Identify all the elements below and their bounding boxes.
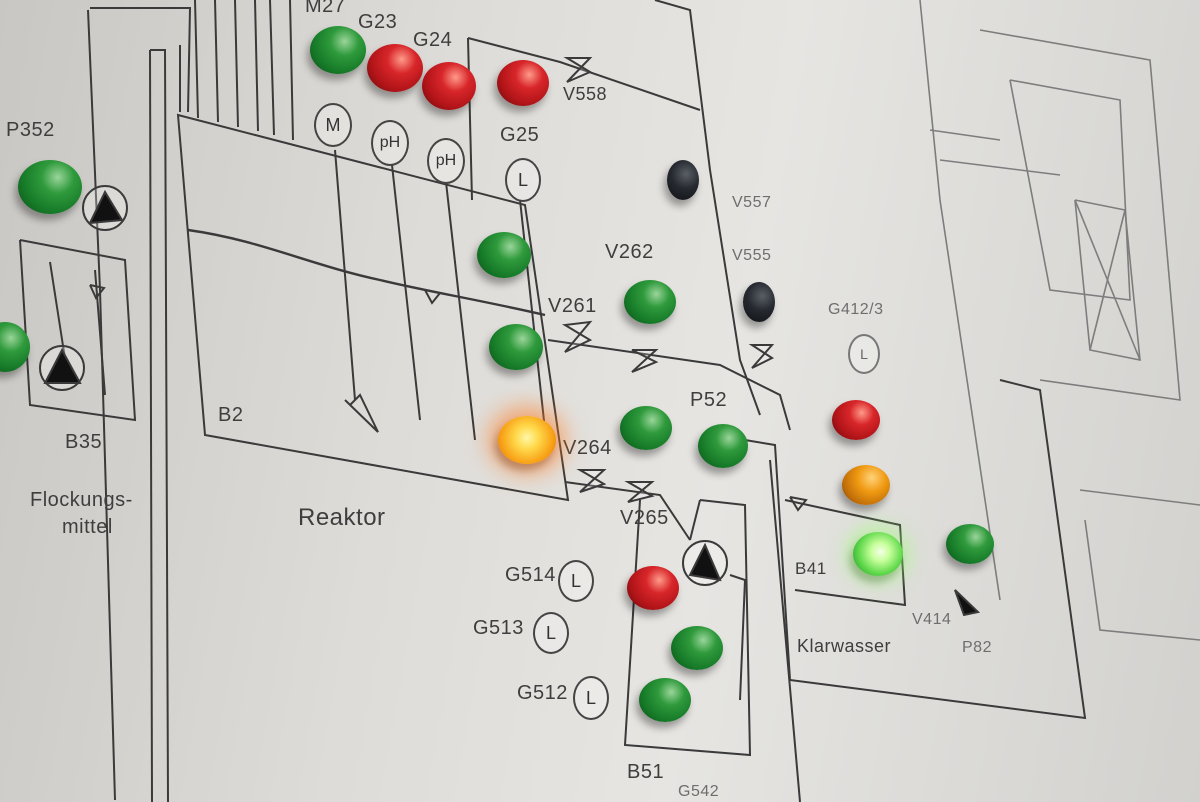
label-v558: V558	[563, 84, 608, 104]
lamp-reactor-mid-green[interactable]	[483, 324, 543, 370]
lamp-g514-red[interactable]	[621, 566, 679, 610]
level-symbol-g512: L	[573, 676, 609, 720]
lamp-g24-red[interactable]	[416, 62, 476, 110]
label-v261: V261	[548, 295, 597, 317]
lamp-v264-green[interactable]	[614, 406, 672, 450]
lamp-g25-red[interactable]	[491, 60, 549, 106]
label-b2: B2	[218, 404, 244, 426]
level-symbol-g513: L	[533, 612, 569, 654]
level-symbol-g25: L	[505, 158, 541, 202]
ph-symbol-1-text: pH	[379, 134, 401, 151]
lamp-g412-amber[interactable]	[837, 465, 890, 505]
lamp-m27-green[interactable]	[304, 26, 366, 74]
lamp-g512-green[interactable]	[633, 678, 691, 722]
ph-symbol-2: pH	[427, 138, 465, 184]
label-p52: P52	[690, 389, 728, 411]
lamp-p82-green[interactable]	[941, 524, 994, 564]
label-reaktor: Reaktor	[298, 504, 386, 531]
label-g513: G513	[473, 617, 524, 639]
level-symbol-g513-text: L	[545, 622, 556, 643]
lamp-g412-lit-green[interactable]	[848, 532, 903, 576]
label-mittel: mittel	[62, 516, 113, 538]
label-b51: B51	[627, 761, 665, 783]
lamp-v262-green[interactable]	[618, 280, 676, 324]
label-flockungs: Flockungs-	[30, 489, 133, 511]
lamp-reactor-upper-green[interactable]	[471, 232, 531, 278]
label-m27: M27	[305, 0, 346, 17]
label-g512: G512	[517, 682, 568, 704]
label-g542: G542	[678, 783, 720, 800]
button-v555-black[interactable]	[739, 282, 775, 322]
label-g23: G23	[358, 11, 398, 33]
lamp-g513-green[interactable]	[665, 626, 723, 670]
button-v557-black[interactable]	[663, 160, 699, 200]
label-g412: G412/3	[828, 301, 884, 318]
label-v264: V264	[563, 437, 612, 459]
label-g25: G25	[500, 124, 540, 146]
label-v265: V265	[620, 507, 669, 529]
level-symbol-g514: L	[558, 560, 594, 602]
lamp-p352-green[interactable]	[11, 160, 82, 214]
level-symbol-g25-text: L	[517, 169, 528, 190]
level-symbol-g512-text: L	[585, 687, 596, 708]
lamp-p52-green[interactable]	[693, 424, 748, 468]
ph-symbol-2-text: pH	[435, 152, 457, 169]
label-v555: V555	[732, 247, 772, 264]
label-b35: B35	[65, 431, 103, 453]
label-v414: V414	[912, 611, 952, 628]
label-b41: B41	[795, 559, 827, 578]
level-symbol-g412: L	[848, 334, 880, 374]
label-g24: G24	[413, 29, 453, 51]
lamp-reactor-lit-amber[interactable]	[492, 416, 556, 464]
label-v557: V557	[732, 194, 772, 211]
label-v262: V262	[605, 241, 654, 263]
level-symbol-g514-text: L	[570, 570, 581, 591]
label-g514: G514	[505, 564, 556, 586]
label-p82: P82	[962, 639, 992, 656]
motor-symbol: M	[314, 103, 352, 147]
lamp-g23-red[interactable]	[361, 44, 423, 92]
ph-symbol-1: pH	[371, 120, 409, 166]
motor-symbol-text: M	[325, 114, 341, 135]
lamp-g412-red[interactable]	[827, 400, 880, 440]
level-symbol-g412-text: L	[860, 346, 868, 362]
label-klarwasser: Klarwasser	[797, 636, 892, 656]
label-p352: P352	[6, 119, 55, 141]
